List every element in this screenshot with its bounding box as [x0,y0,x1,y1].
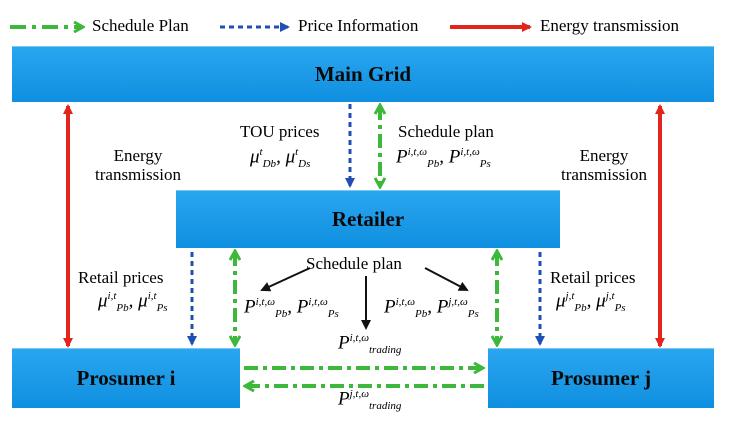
energy-left-line1: Energy [113,146,163,165]
legend-price-label: Price Information [298,16,419,35]
trading-j-formula: Pj,t,ωtrading [338,388,402,413]
energy-right-line2: transmission [561,165,647,184]
schedule-plan-top-label: Schedule plan [398,122,494,141]
retail-prices-right-formula: μj,tPb, μj,tPs [556,290,626,315]
tou-prices-label: TOU prices [240,122,320,141]
tou-prices-formula: μtDb, μtDs [250,146,311,171]
schedule-arrow-right [424,267,469,291]
energy-right-label: Energy transmission [552,146,656,184]
retail-prices-left-label: Retail prices [78,268,164,287]
energy-left-label: Energy transmission [86,146,190,184]
schedule-arrow-left [260,267,311,292]
retailer-node: Retailer [176,190,560,248]
schedule-plan-i-formula: Pi,t,ωPb, Pi,t,ωPs [244,296,339,321]
prosumer-i-node: Prosumer i [12,348,240,408]
retail-prices-right-label: Retail prices [550,268,636,287]
energy-right-line1: Energy [579,146,629,165]
schedule-plan-j-formula: Pi,t,ωPb, Pj,t,ωPs [384,296,479,321]
main-grid-node: Main Grid [12,46,714,102]
legend-schedule-label: Schedule Plan [92,16,189,35]
trading-i-formula: Pi,t,ωtrading [338,332,402,357]
energy-left-line2: transmission [95,165,181,184]
schedule-plan-top-formula: Pi,t,ωPb, Pi,t,ωPs [396,146,491,171]
retail-prices-left-formula: μi,tPb, μi,tPs [98,290,168,315]
schedule-plan-mid-label: Schedule plan [306,254,402,273]
legend-energy-label: Energy transmission [540,16,679,35]
prosumer-j-node: Prosumer j [488,348,714,408]
